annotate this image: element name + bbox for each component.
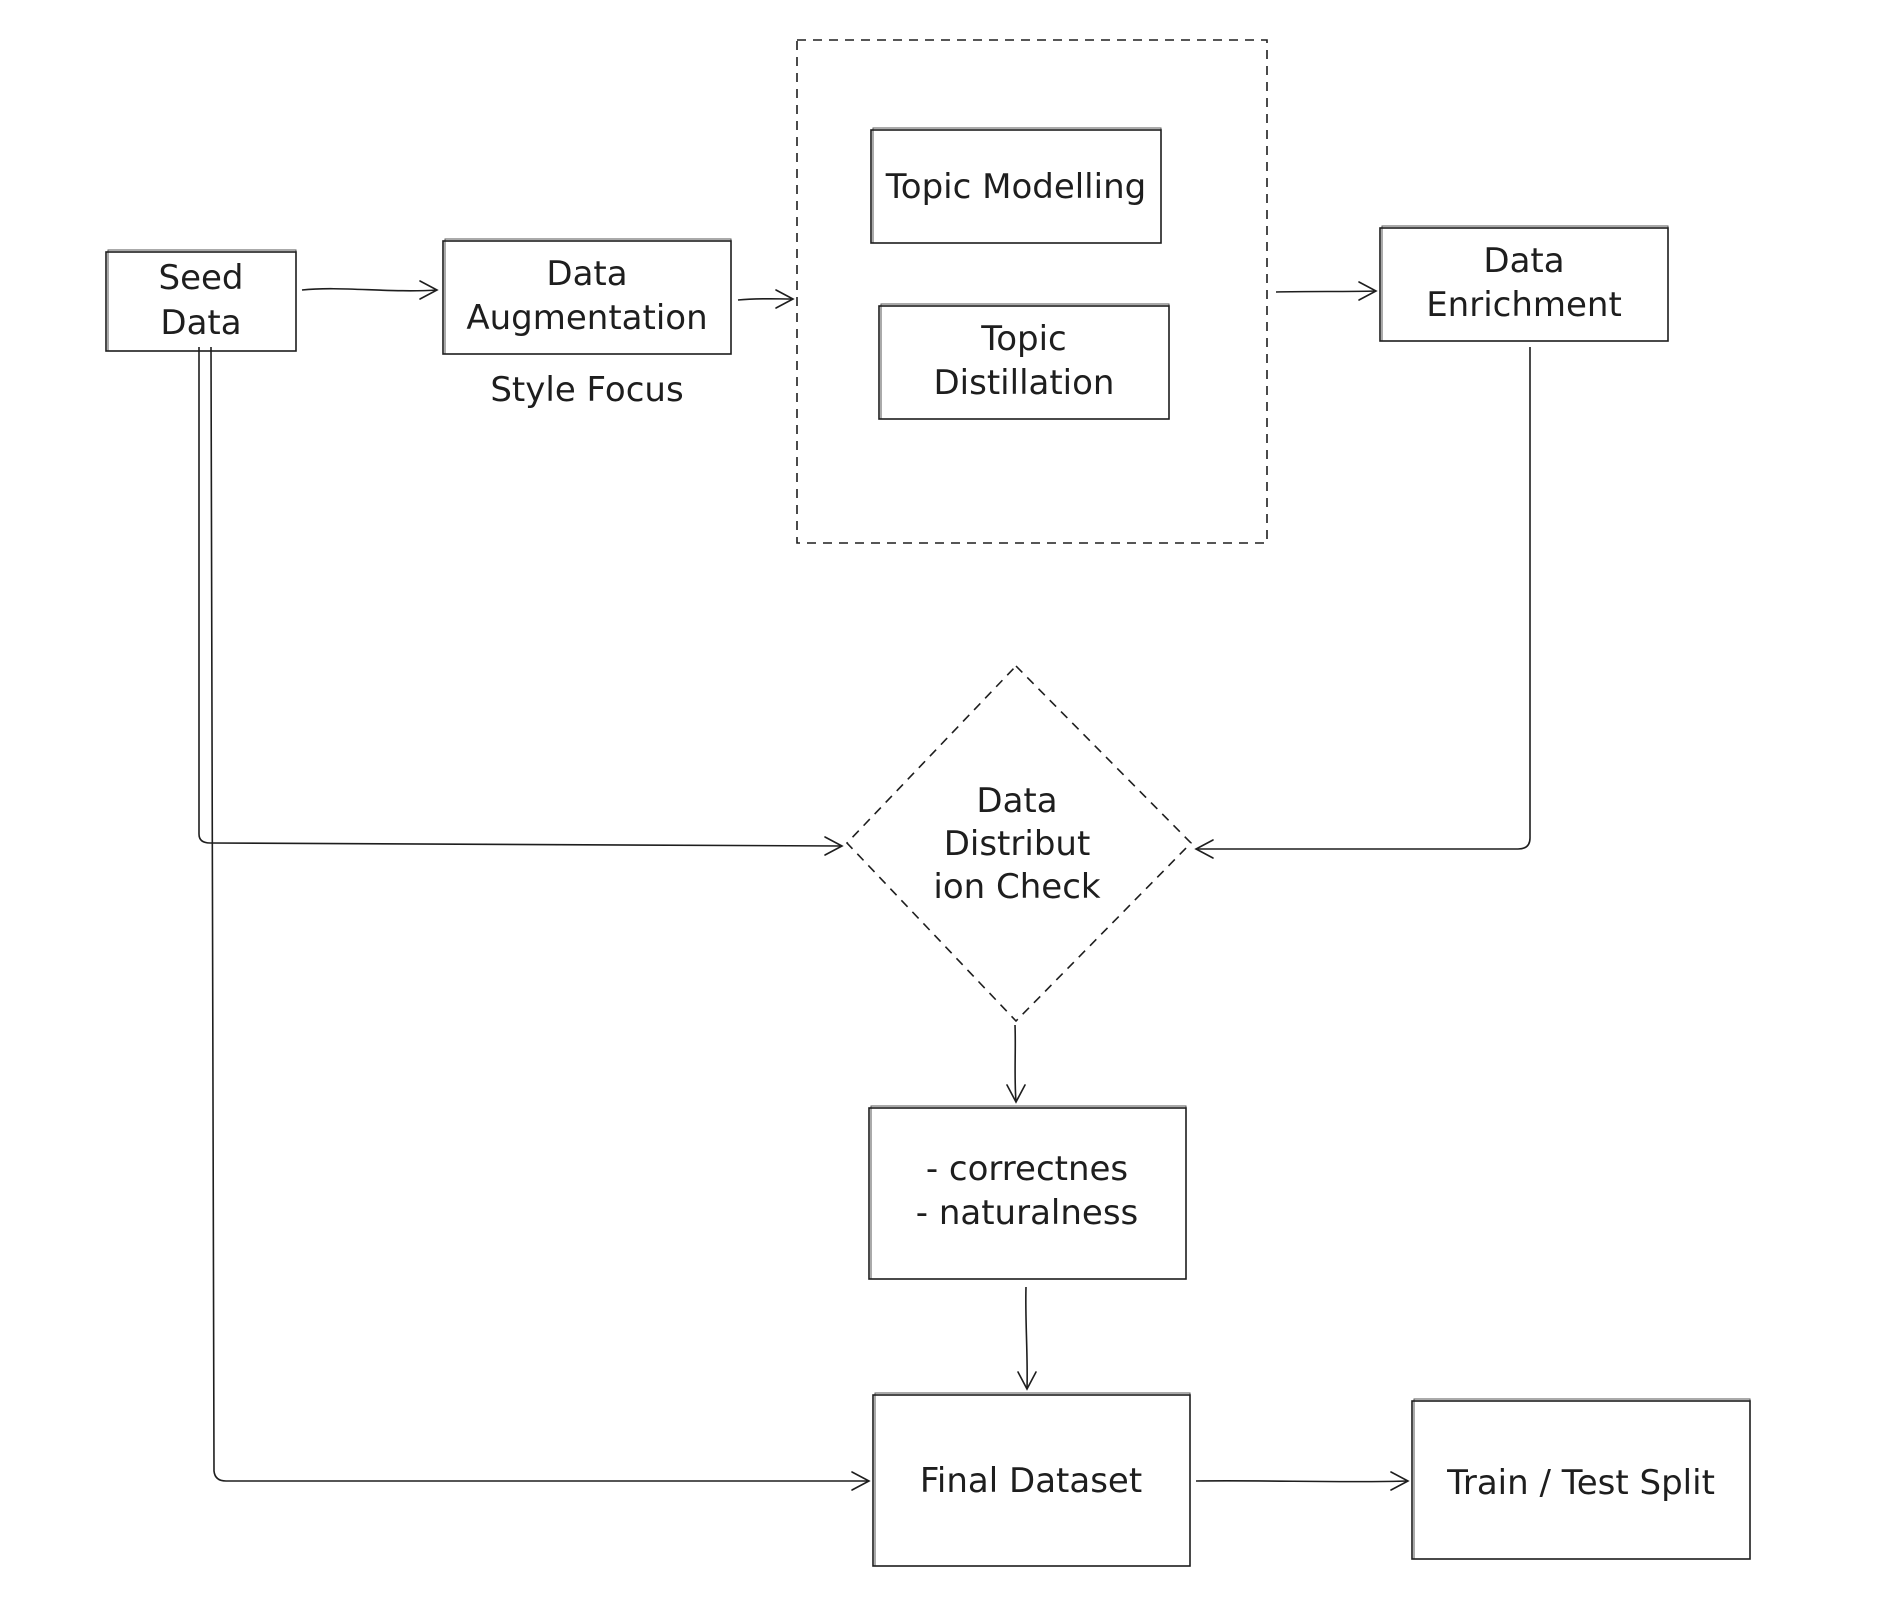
style-focus-annotation: Style Focus [490,370,683,410]
final-dataset-label: Final Dataset [920,1461,1142,1501]
seed-data-node[interactable]: Seed Data [105,249,297,352]
data-augmentation-label-line-2: Augmentation [466,298,707,338]
data-distribution-check-label-line-1: Data [976,781,1057,821]
quality-check-item-correctness: - correctnes [926,1149,1128,1189]
data-enrichment-label-line-1: Data [1483,241,1564,281]
arrow-augmentation-to-topic-group [737,289,795,309]
arrow-enrichment-to-distribution-check [1194,347,1531,859]
arrow-seed-to-augmentation [301,280,439,300]
seed-data-label-line-1: Seed [159,258,244,298]
topic-modelling-label: Topic Modelling [885,167,1146,207]
arrow-seed-to-distribution-check [198,347,844,856]
arrow-final-dataset-to-train-test-split [1195,1471,1410,1491]
data-augmentation-node[interactable]: Data Augmentation [442,238,732,355]
topic-distillation-label-line-1: Topic [980,319,1067,359]
topic-group-container[interactable] [796,39,1268,544]
topic-distillation-node[interactable]: Topic Distillation [878,303,1170,420]
topic-distillation-label-line-2: Distillation [934,363,1115,403]
arrow-distribution-check-to-quality-checks [1006,1024,1026,1104]
final-dataset-node[interactable]: Final Dataset [872,1392,1191,1567]
data-enrichment-node[interactable]: Data Enrichment [1379,225,1669,342]
topic-modelling-node[interactable]: Topic Modelling [870,127,1162,244]
data-distribution-check-label-line-3: ion Check [933,867,1101,907]
data-enrichment-label-line-2: Enrichment [1426,285,1622,325]
arrow-seed-to-final-dataset [210,346,871,1491]
train-test-split-node[interactable]: Train / Test Split [1411,1398,1751,1560]
quality-check-item-naturalness: - naturalness [916,1193,1139,1233]
data-distribution-check-node[interactable]: Data Distribut ion Check [845,664,1193,1023]
data-augmentation-label-line-1: Data [546,254,627,294]
train-test-split-label: Train / Test Split [1446,1463,1715,1503]
quality-checks-node[interactable]: - correctnes - naturalness [868,1105,1187,1280]
arrow-topic-group-to-enrichment [1275,281,1378,301]
data-distribution-check-label-line-2: Distribut [944,824,1091,864]
arrow-quality-checks-to-final-dataset [1017,1286,1037,1391]
seed-data-label-line-2: Data [160,303,241,343]
